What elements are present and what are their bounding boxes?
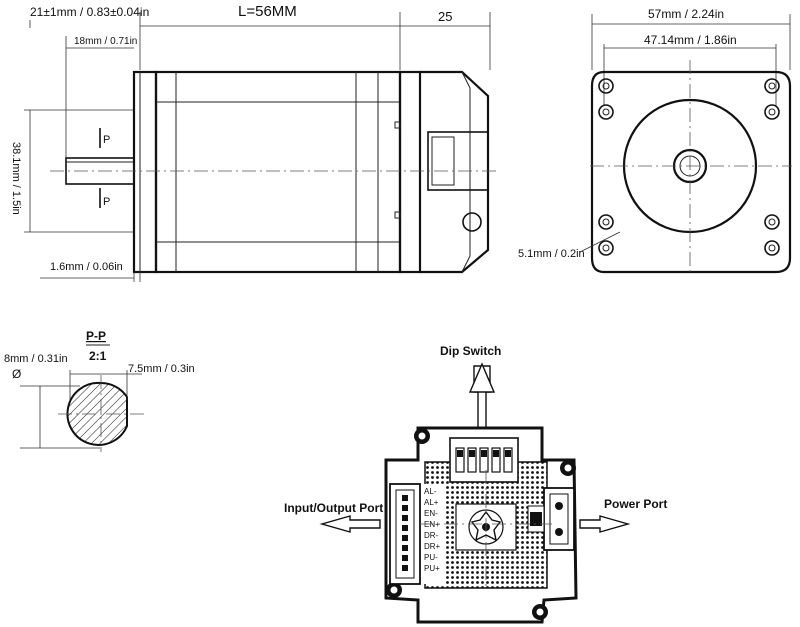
shaft-length-dim: 18mm / 0.71in bbox=[74, 36, 137, 47]
power-port-arrow bbox=[579, 515, 631, 533]
pin-label: PU+ bbox=[424, 564, 440, 573]
flange-thickness-dim: 1.6mm / 0.06in bbox=[50, 261, 123, 273]
flat-dim: 7.5mm / 0.3in bbox=[128, 363, 195, 375]
pin-label: EN- bbox=[424, 509, 438, 518]
diameter-symbol: Ø bbox=[12, 367, 21, 381]
length-label: L=56MM bbox=[238, 3, 297, 20]
pin-label: DR+ bbox=[424, 542, 441, 551]
io-port-arrow bbox=[319, 515, 381, 533]
top-dim-left: 21±1mm / 0.83±0.04in bbox=[30, 5, 149, 19]
side-view: 21±1mm / 0.83±0.04in L=56MM 25 18mm / 0.… bbox=[10, 3, 500, 282]
front-view: 57mm / 2.24in 47.14mm / 1.86in 5.1mm / 0… bbox=[518, 7, 792, 276]
section-scale: 2:1 bbox=[89, 349, 107, 363]
io-port-label: Input/Output Port bbox=[284, 501, 383, 515]
section-marker-top: P bbox=[103, 134, 110, 146]
dip-switch-label: Dip Switch bbox=[440, 344, 501, 358]
pin-label: AL+ bbox=[424, 498, 439, 507]
section-title: P-P bbox=[86, 329, 106, 343]
hole-spacing-dim: 47.14mm / 1.86in bbox=[644, 33, 737, 47]
pin-label: AL- bbox=[424, 487, 437, 496]
pin-label: PU- bbox=[424, 553, 438, 562]
width-dim: 57mm / 2.24in bbox=[648, 7, 724, 21]
driver-view: Dip Switch Input/Output Port Power Port bbox=[284, 344, 667, 624]
section-marker-bottom: P bbox=[103, 196, 110, 208]
diameter-dim: 8mm / 0.31in bbox=[4, 353, 68, 365]
mounting-holes bbox=[598, 78, 780, 256]
height-dim: 38.1mm / 1.5in bbox=[10, 142, 22, 215]
section-view: P-P 2:1 8mm / 0.31in Ø 7.5mm / 0.3in bbox=[4, 329, 195, 452]
power-port-label: Power Port bbox=[604, 497, 667, 511]
pin-labels: AL- AL+ EN- EN+ DR- DR+ PU- PU+ bbox=[424, 487, 441, 573]
hole-dim: 5.1mm / 0.2in bbox=[518, 248, 585, 260]
pin-label: EN+ bbox=[424, 520, 440, 529]
right-dim: 25 bbox=[438, 9, 452, 24]
pin-label: DR- bbox=[424, 531, 439, 540]
